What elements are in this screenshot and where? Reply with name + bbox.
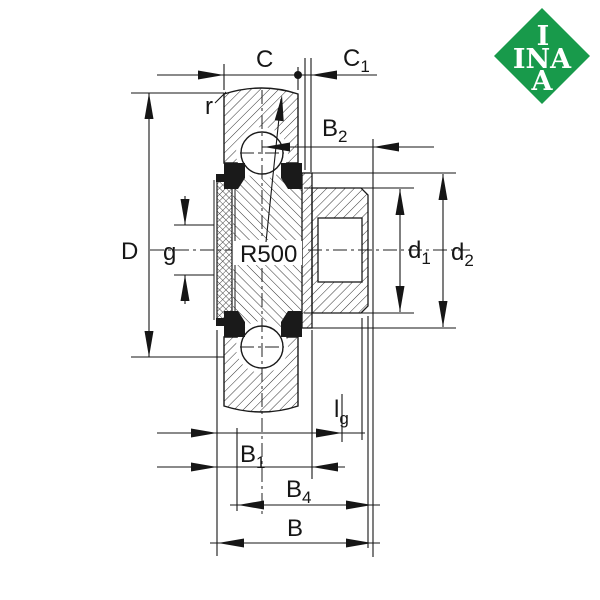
arrowhead [438,301,448,327]
label-C: C [256,46,273,73]
part-geometry [213,87,369,413]
leader-line [265,98,282,243]
arrowhead [238,500,264,510]
label-B2: B2 [322,115,347,146]
dimension-d2 [304,172,456,329]
dimension-lg [157,318,365,442]
label-d1: d1 [408,237,431,268]
label-B: B [287,515,303,542]
logo-letter-a: A [531,66,554,97]
dimension-B [210,538,380,548]
seal-bottom-left [224,311,245,337]
arrowhead [180,275,190,301]
dimension-D [131,92,224,358]
dimension-B2 [262,139,434,557]
arrowhead [191,428,217,438]
label-B4: B4 [286,476,311,507]
dimension-C [157,64,377,90]
r500-label-band [233,241,302,265]
arrowhead [218,538,244,548]
arrowhead [191,462,217,472]
arrowhead [144,331,154,357]
logo-letter-i: I [537,21,550,52]
logo-diamond [494,8,590,104]
arrowhead [311,70,337,80]
dimension-g [174,196,214,304]
seal-top-left [224,163,245,189]
label-D: D [121,238,138,265]
label-g: g [163,239,176,266]
label-R500: R500 [240,241,297,268]
label-d2: d2 [451,239,474,270]
arrowhead [274,95,284,122]
ina-logo: I INA A [494,8,590,104]
arrowhead [395,189,405,215]
label-C1: C1 [343,45,370,76]
arrowhead [198,70,224,80]
leader-line [214,91,227,104]
arrowhead [312,462,338,472]
label-B1: B1 [240,441,265,472]
label-r: r [205,93,213,120]
arrowhead [373,142,399,152]
arrowhead [180,199,190,225]
radius-r-leader [214,91,227,104]
arrowhead [438,174,448,200]
radius-r500-leader [265,95,284,243]
arrowhead [316,428,342,438]
seal-top-right [281,163,302,189]
dimension-C1 [304,58,337,172]
dimension-B4 [230,500,380,510]
arrowhead [264,142,290,152]
dimension-B1 [157,330,345,556]
logo-word-ina: INA [513,44,572,75]
label-lg: lg [334,396,349,428]
arrowhead [346,500,372,510]
seal-bottom-right [281,311,302,337]
arrowhead [144,93,154,119]
dimension-labels: C C1 B2 r D g R500 d1 d2 lg B1 B4 B [121,45,474,542]
dimension-d1 [304,187,414,314]
dimensions [131,58,456,557]
arrowhead [346,538,372,548]
arrowhead [395,286,405,312]
